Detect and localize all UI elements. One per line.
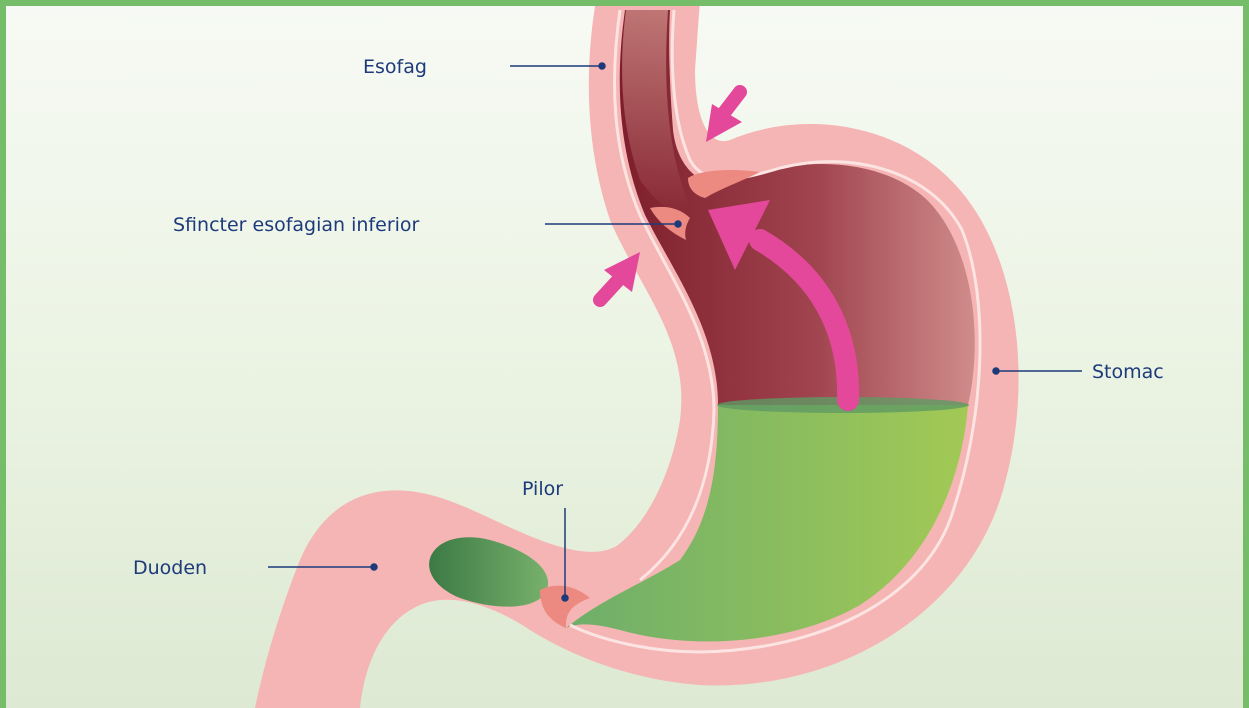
label-stomac: Stomac (1092, 363, 1164, 382)
label-sfincter-esofagian-inferior: Sfincter esofagian inferior (173, 216, 419, 235)
label-pilor: Pilor (522, 480, 563, 499)
label-esofag: Esofag (363, 58, 427, 77)
compression-arrow-left (600, 252, 640, 300)
compression-arrow-top (706, 92, 742, 142)
label-duoden: Duoden (133, 559, 207, 578)
